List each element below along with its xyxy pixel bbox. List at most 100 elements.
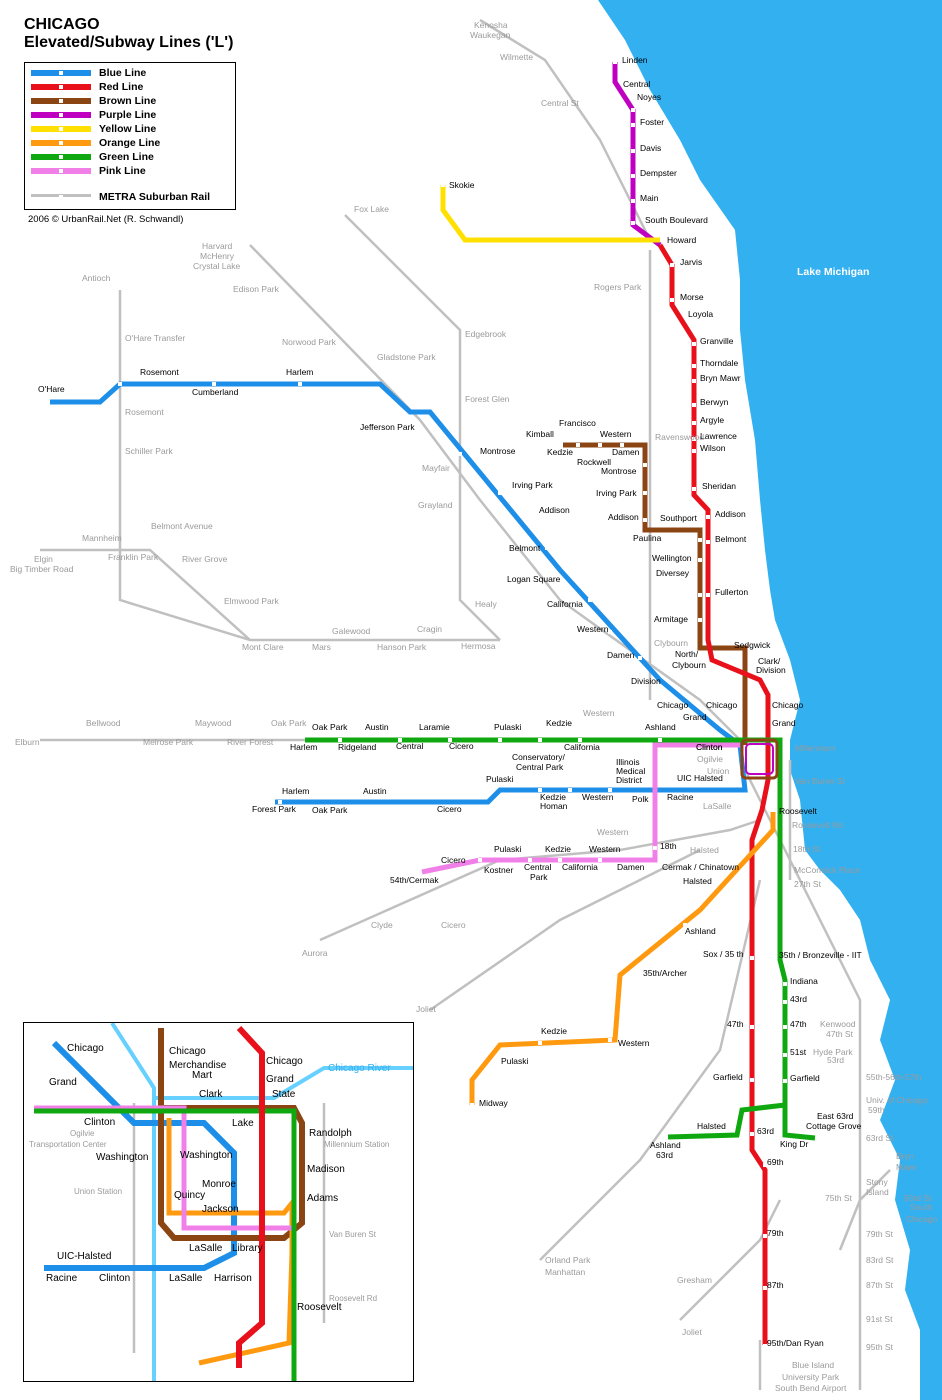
metra-station-label: Hermosa [461,641,496,651]
legend-station-marker [59,169,63,173]
red-station-label: Jarvis [680,257,702,267]
legend-station-marker [59,71,63,75]
station-dot [631,149,635,153]
pink-station-label: 54th/Cermak [390,875,439,885]
metra-station-label: Edgebrook [465,329,507,339]
station-dot [212,382,216,386]
inset-pink [34,1105,294,1231]
green-station-label: 51st [790,1047,807,1057]
inset-label: Clinton [99,1273,130,1284]
red-station-label: Argyle [700,415,724,425]
station-dot [538,738,542,742]
red-station-label: Granville [700,336,734,346]
metra-station-label: 87th St [866,1280,894,1290]
station-dot [750,1132,754,1136]
station-dot [441,183,445,187]
station-dot [598,443,602,447]
station-dot [750,1078,754,1082]
lake-michigan [598,0,942,1400]
inset-label: Lake [232,1118,254,1129]
red-station-label: Berwyn [700,397,729,407]
inset-label: Transportation Center [29,1140,107,1149]
purple-station-label: Dempster [640,168,677,178]
metra-station-label: Mayfair [422,463,450,473]
station-dot [538,1041,542,1045]
pink-line [421,742,740,875]
metra-station-label: 59th [868,1105,885,1115]
inset-label: UIC-Halsted [57,1251,111,1262]
blue-station-label: Illinois [616,757,640,767]
station-dot [670,263,674,267]
metra-station-label: Schiller Park [125,446,173,456]
inset-label: Adams [307,1193,338,1204]
purple-station-label: Main [640,193,659,203]
brown-station-label: Montrose [601,466,637,476]
metra-station-label: Gresham [677,1275,712,1285]
red-station-label: Sox / 35 th [703,949,744,959]
station-dot [608,630,612,634]
inset-label: Monroe [202,1179,236,1190]
station-markers [118,60,787,1348]
blue-station-label: Western [577,624,609,634]
red-station-label: Roosevelt [779,806,817,816]
green-station-label: Ridgeland [338,742,377,752]
metra-station-label: Waukegan [470,30,511,40]
metra-station-label: Belmont Avenue [151,521,213,531]
red-station-label: Cermak / Chinatown [662,862,739,872]
station-dot [558,858,562,862]
green-station-label: Austin [365,722,389,732]
blue-station-label: Homan [540,801,568,811]
green-station-label: Pulaski [494,722,522,732]
station-dot [643,463,647,467]
title-city: CHICAGO [24,16,100,33]
metra-station-label: Stony [866,1177,888,1187]
station-dot [763,1163,767,1167]
station-dot [783,1000,787,1004]
metra-station-label: Big Timber Road [10,564,74,574]
station-dot [692,449,696,453]
green-station-label: King Dr [780,1139,809,1149]
blue-station-label: Pulaski [486,774,514,784]
blue-station-label: Western [582,792,614,802]
station-dot [706,540,710,544]
pink-station-label: Western [589,844,621,854]
metra-station-label: Van Buren St [795,776,846,786]
station-dot [692,364,696,368]
metra-station-label: Rogers Park [594,282,642,292]
legend-station-marker [59,141,63,145]
pink-station-label: Kostner [484,865,513,875]
red-station-label: Loyola [688,309,713,319]
inset-label: Ogilvie [70,1129,95,1138]
station-dot [750,1025,754,1029]
blue-station-label: Grand [683,712,707,722]
purple-station-label: Noyes [637,92,661,102]
red-station-label: Grand [772,718,796,728]
metra-station-label: Orland Park [545,1255,591,1265]
station-dot [763,1286,767,1290]
blue-station-label: Montrose [480,446,516,456]
metra-station-label: Norwood Park [282,337,337,347]
metra-station-label: 75th St [825,1193,853,1203]
map-title: CHICAGO Elevated/Subway Lines ('L') [24,16,233,52]
orange-station-label: Midway [479,1098,509,1108]
orange-station-label: Halsted [683,876,712,886]
blue-station-label: Cicero [437,804,462,814]
orange-line [469,812,776,1105]
legend-label: Yellow Line [99,123,157,135]
inset-label: Millennium Station [324,1140,389,1149]
metra-station-label: Mont Clare [242,642,284,652]
metra-station-label: Forest Glen [465,394,510,404]
station-dot [692,403,696,407]
metra-station-label: Cicero [441,920,466,930]
legend-swatch [31,154,91,160]
metra-station-label: 83rd St [866,1255,894,1265]
legend-item: Brown Line [31,95,231,107]
inset-svg: ChicagoGrandClintonOgilvieTransportation… [29,1023,413,1381]
blue-station-label: District [616,775,643,785]
metra-station-label: Halsted [690,845,719,855]
station-dot [631,199,635,203]
blue-station-label: Racine [667,792,694,802]
blue-station-label: Irving Park [512,480,553,490]
